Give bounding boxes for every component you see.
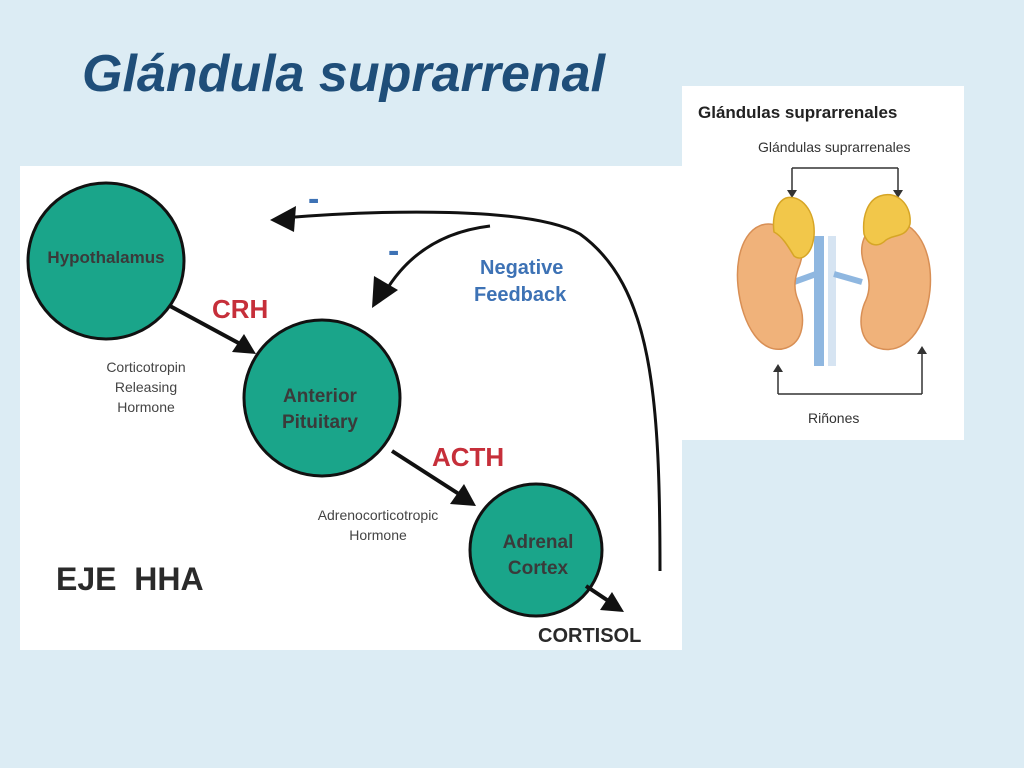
vena-cava-icon [814, 236, 824, 366]
hha-axis-diagram: - - Negative Feedback Hypothalamus CRH C… [20, 166, 682, 650]
kidney-figure-top-caption: Glándulas suprarrenales [758, 139, 911, 155]
top-bracket-arrow-left [787, 190, 797, 198]
hypothalamus-label: Hypothalamus [47, 248, 164, 267]
right-adrenal-gland-icon [862, 193, 911, 246]
renal-vein-right-icon [833, 271, 863, 285]
cortisol-label: CORTISOL [538, 625, 641, 647]
hypothalamus-node [26, 181, 186, 341]
left-kidney-icon [736, 223, 804, 351]
adrenal-glands-figure: Glándulas suprarrenales Glándulas suprar… [682, 86, 964, 440]
top-bracket-arrow-right [893, 190, 903, 198]
hha-diagram-svg: - - Negative Feedback Hypothalamus CRH C… [26, 180, 662, 647]
feedback-arrowhead-mid [372, 276, 398, 308]
kidney-figure-svg: Glándulas suprarrenales Glándulas suprar… [698, 103, 932, 426]
acth-caption-line2: Hormone [349, 527, 407, 543]
kidney-figure-bottom-caption: Riñones [808, 410, 859, 426]
crh-caption-line2: Releasing [115, 379, 177, 395]
aorta-icon [828, 236, 836, 366]
anterior-pituitary-label-line1: Anterior [283, 386, 358, 407]
arrowhead-cortisol [600, 592, 624, 612]
bottom-bracket-arrow-right [917, 346, 927, 354]
left-adrenal-gland-icon [772, 196, 815, 259]
arrow-adrenal-to-cortisol [584, 584, 612, 604]
anterior-pituitary-label-line2: Pituitary [282, 412, 358, 433]
anterior-pituitary-node [242, 318, 402, 478]
bottom-bracket-arrow-left [773, 364, 783, 372]
arrowhead-acth [450, 484, 476, 506]
adrenal-cortex-label-line1: Adrenal [503, 532, 574, 553]
crh-caption-line1: Corticotropin [106, 359, 185, 375]
slide-title: Glándula suprarrenal [82, 45, 606, 103]
right-kidney-icon [860, 220, 932, 351]
feedback-sign-mid: - [388, 232, 399, 270]
crh-label: CRH [212, 294, 268, 324]
feedback-sign-top: - [308, 180, 319, 218]
feedback-arrow-to-pituitary [382, 224, 491, 295]
feedback-arrowhead-top [270, 206, 296, 232]
feedback-label-line1: Negative [480, 257, 563, 279]
acth-caption-line1: Adrenocorticotropic [318, 507, 439, 523]
renal-vein-left-icon [792, 271, 818, 285]
arrow-hypothalamus-to-pituitary [169, 304, 245, 348]
kidney-figure-title: Glándulas suprarrenales [698, 103, 897, 122]
axis-label: EJE HHA [56, 561, 204, 597]
crh-caption-line3: Hormone [117, 399, 175, 415]
acth-label: ACTH [432, 442, 504, 472]
feedback-label-line2: Feedback [474, 284, 567, 306]
adrenal-cortex-node [468, 482, 604, 618]
arrow-pituitary-to-adrenal [390, 449, 464, 498]
arrowhead-crh [232, 334, 256, 354]
feedback-arrow-to-hypothalamus [281, 210, 662, 572]
adrenal-cortex-label-line2: Cortex [508, 558, 569, 579]
